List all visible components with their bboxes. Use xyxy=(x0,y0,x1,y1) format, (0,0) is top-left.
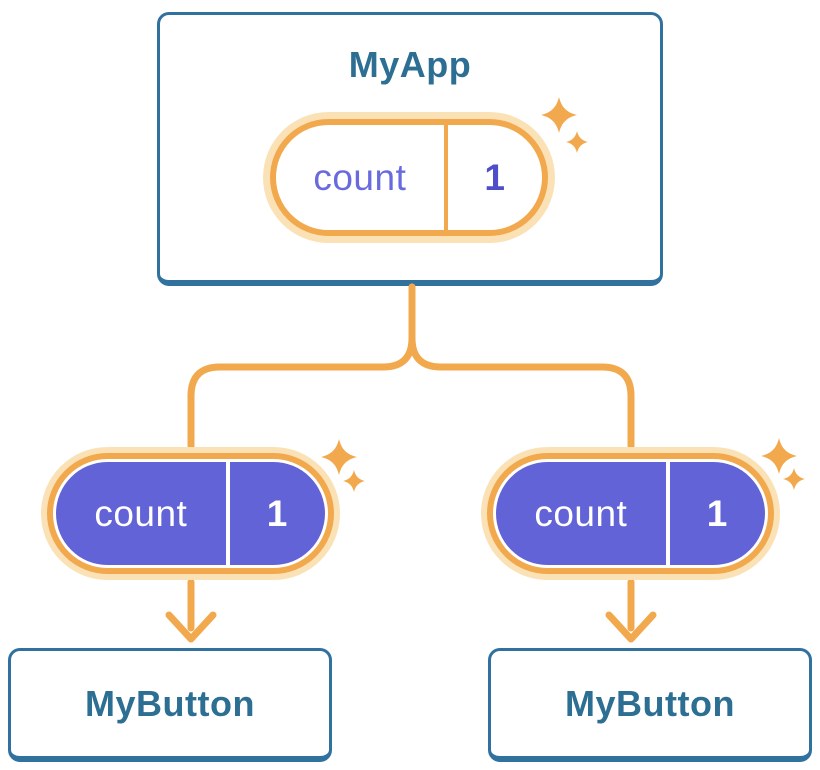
state-pill-divider xyxy=(225,462,230,565)
state-value: 1 xyxy=(484,156,506,198)
sparkle-small-icon xyxy=(343,470,365,492)
state-pill-divider xyxy=(443,125,448,230)
component-card-mybutton-left: MyButton xyxy=(8,648,332,762)
component-card-mybutton-right: MyButton xyxy=(488,648,812,762)
sparkle-small-icon xyxy=(783,468,805,490)
state-label: count xyxy=(94,492,188,534)
state-pill-ring: count 1 xyxy=(47,453,334,574)
sparkle-icon xyxy=(321,439,357,475)
state-value: 1 xyxy=(266,492,288,534)
state-pill-ring: count 1 xyxy=(487,453,774,574)
edge-root-to-left-child xyxy=(187,283,416,452)
state-pill-core: count 1 xyxy=(56,462,325,565)
state-pill-left-child: count 1 xyxy=(41,447,340,580)
state-pill-right-child: count 1 xyxy=(481,447,780,580)
state-pill-core: count 1 xyxy=(496,462,765,565)
state-value: 1 xyxy=(706,492,728,534)
sparkle-small-icon xyxy=(566,131,588,153)
state-pill-divider xyxy=(665,462,670,565)
edge-root-to-right-child xyxy=(408,283,635,452)
component-title-myapp: MyApp xyxy=(348,44,472,85)
state-pill-core: count 1 xyxy=(276,125,542,230)
arrow-right-head-icon xyxy=(605,611,657,643)
state-pill-ring: count 1 xyxy=(270,119,548,236)
sparkle-icon xyxy=(761,438,797,474)
state-pill-root: count 1 xyxy=(263,112,555,243)
state-label: count xyxy=(313,156,407,198)
arrow-left-head-icon xyxy=(165,611,217,643)
component-title-mybutton-right: MyButton xyxy=(565,682,735,724)
component-title-mybutton-left: MyButton xyxy=(85,682,255,724)
sparkle-icon xyxy=(541,97,577,133)
state-label: count xyxy=(534,492,628,534)
